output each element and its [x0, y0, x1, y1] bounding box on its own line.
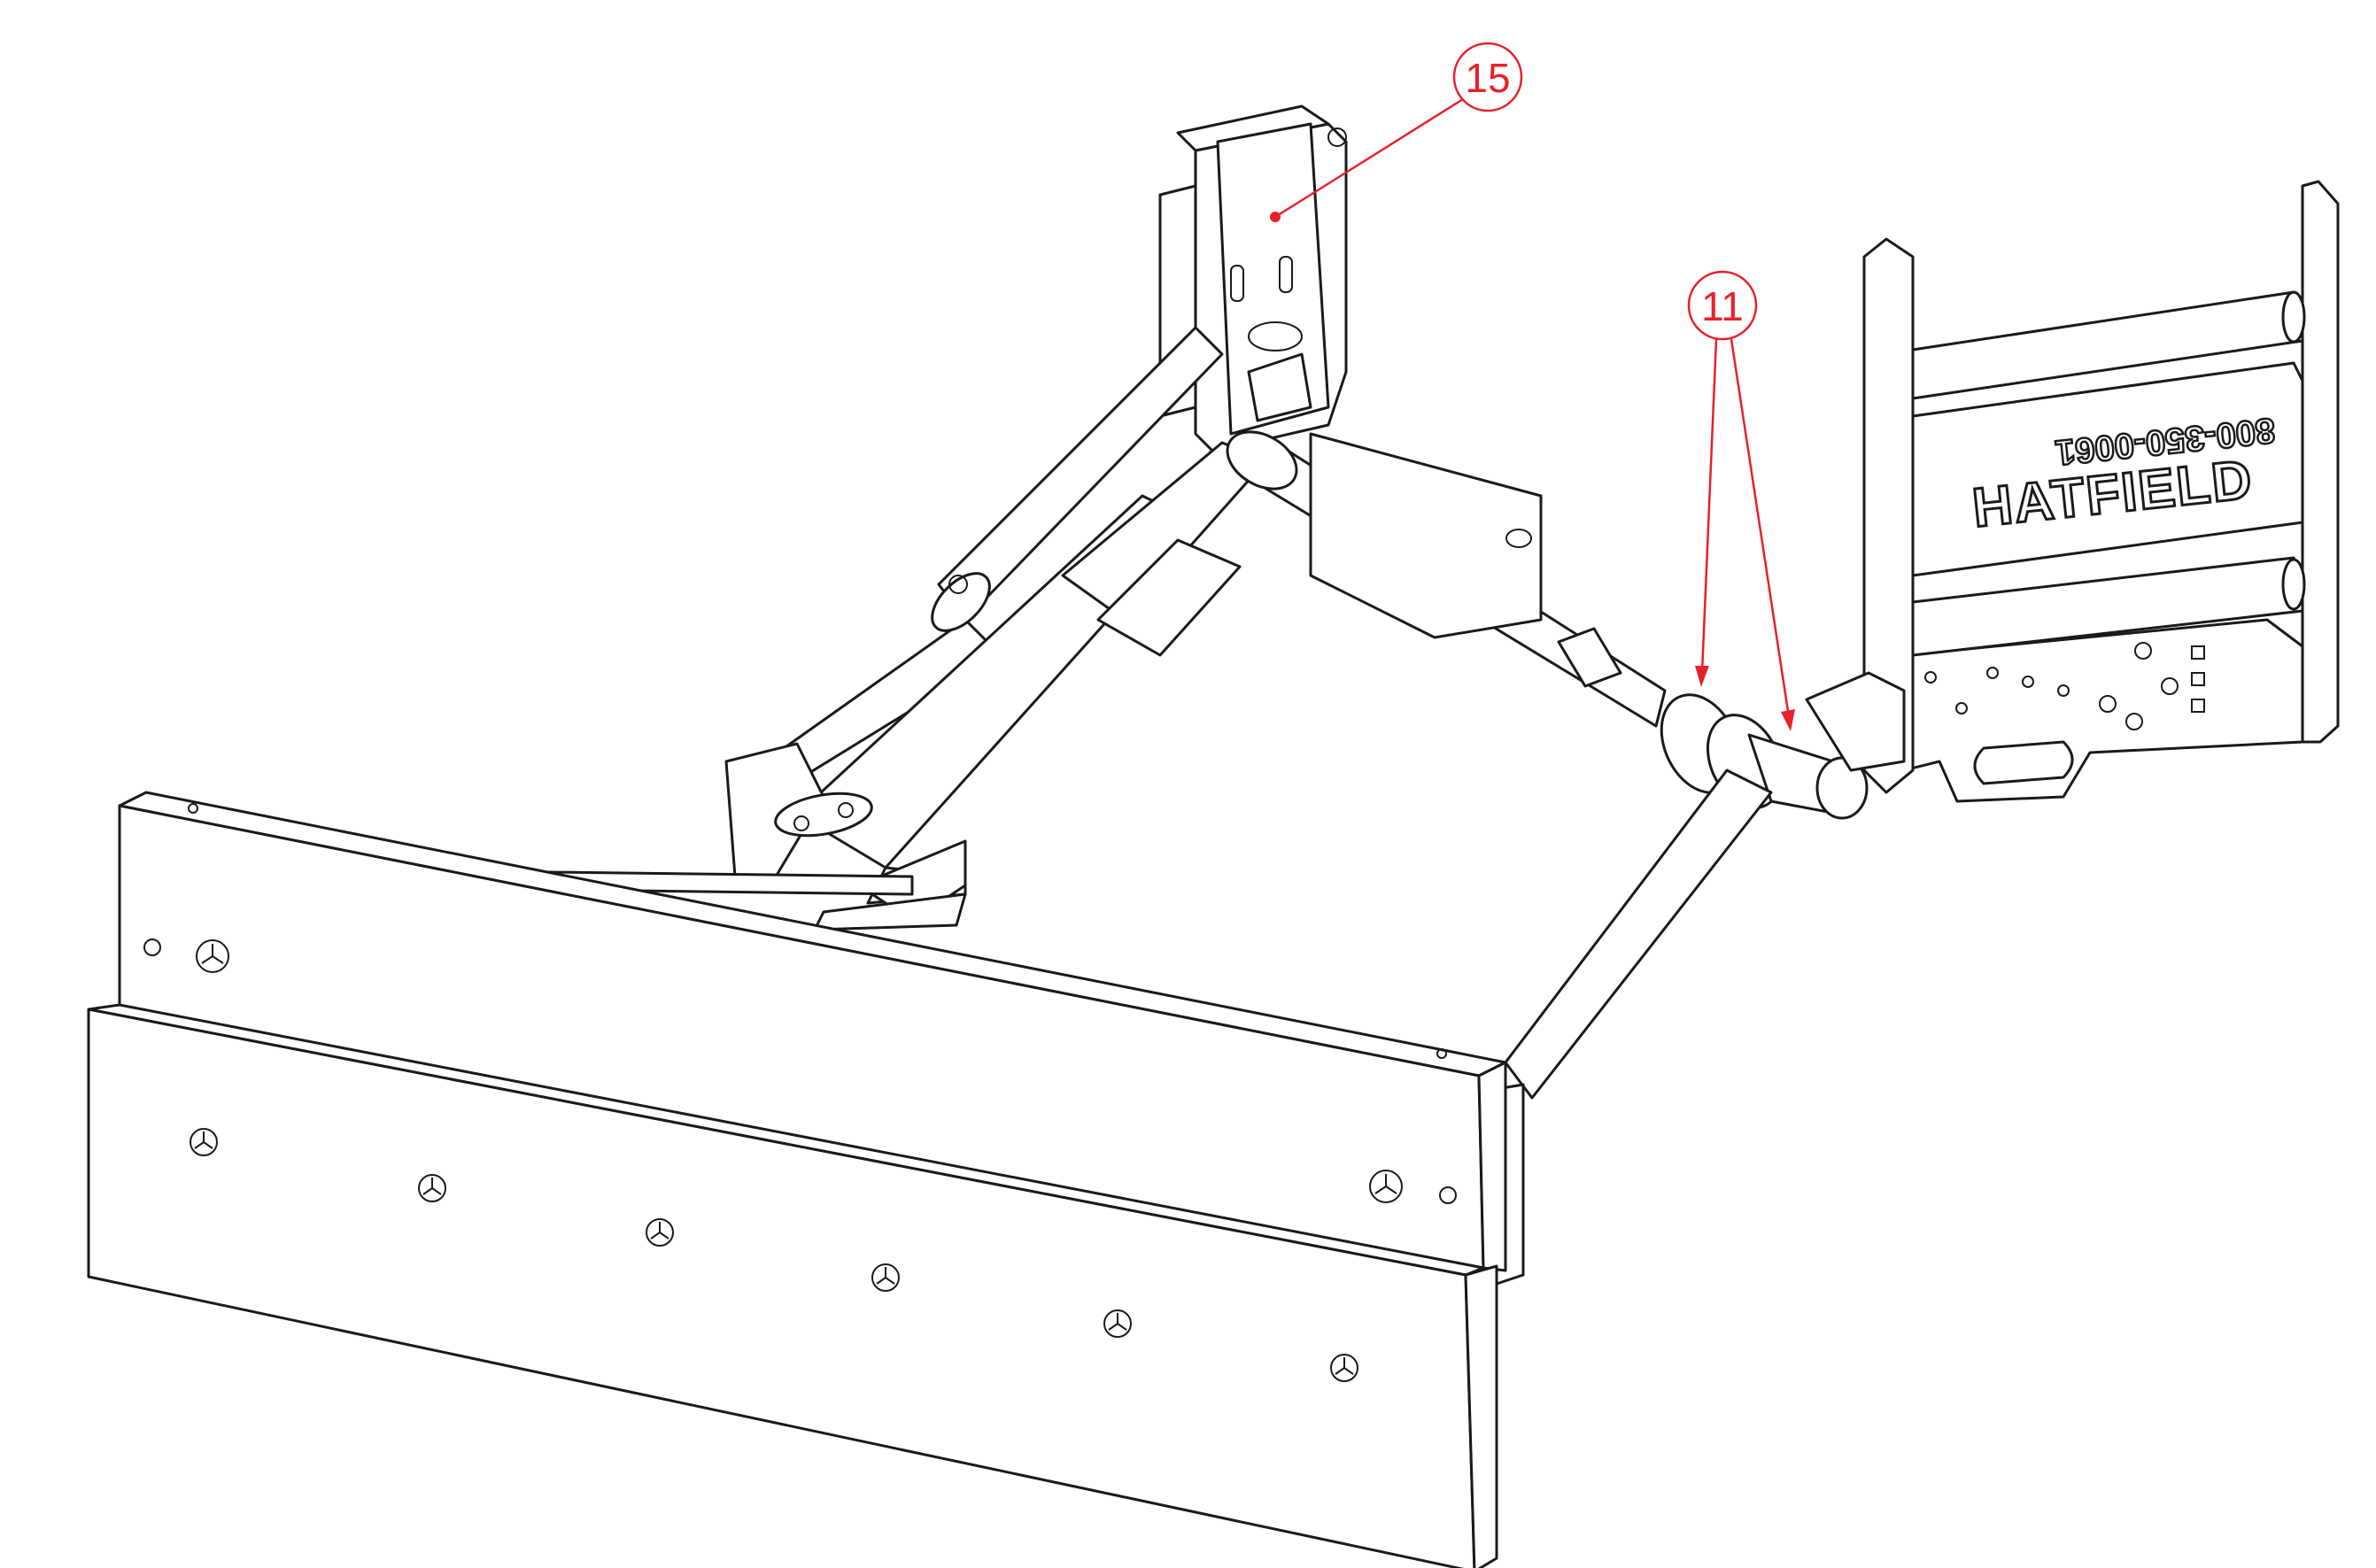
- blade: [87, 791, 1507, 1568]
- left-push-arm: [724, 441, 1268, 923]
- callout-11-arrowhead: [1695, 666, 1709, 687]
- bolt-icon: [196, 939, 229, 973]
- callout-11-arrowhead: [1781, 709, 1795, 731]
- pivot-hub: [1660, 671, 1906, 820]
- bolt-icon: [646, 1218, 674, 1247]
- callout-15-target-dot: [1270, 212, 1281, 222]
- bolt-icon: [418, 1174, 446, 1202]
- callout-15-label: 15: [1465, 55, 1510, 101]
- bolt-icon: [1103, 1309, 1132, 1338]
- rear-struts: [547, 870, 967, 931]
- cross-tube: [1226, 430, 1667, 728]
- callout-11[interactable]: 11: [1687, 270, 1795, 731]
- hitch-mount-plate: HATFIELD 800-350-0061: [1862, 180, 2340, 803]
- callout-11-label: 11: [1701, 283, 1744, 329]
- bolt-icon: [1369, 1170, 1403, 1203]
- right-side-arm: [1495, 769, 1773, 1286]
- bolt-icon: [1330, 1354, 1358, 1382]
- bolt-icon: [190, 1128, 218, 1156]
- bolt-icon: [871, 1263, 900, 1292]
- upper-mast-bracket: [1158, 104, 1348, 453]
- callout-15[interactable]: 15: [1270, 42, 1523, 222]
